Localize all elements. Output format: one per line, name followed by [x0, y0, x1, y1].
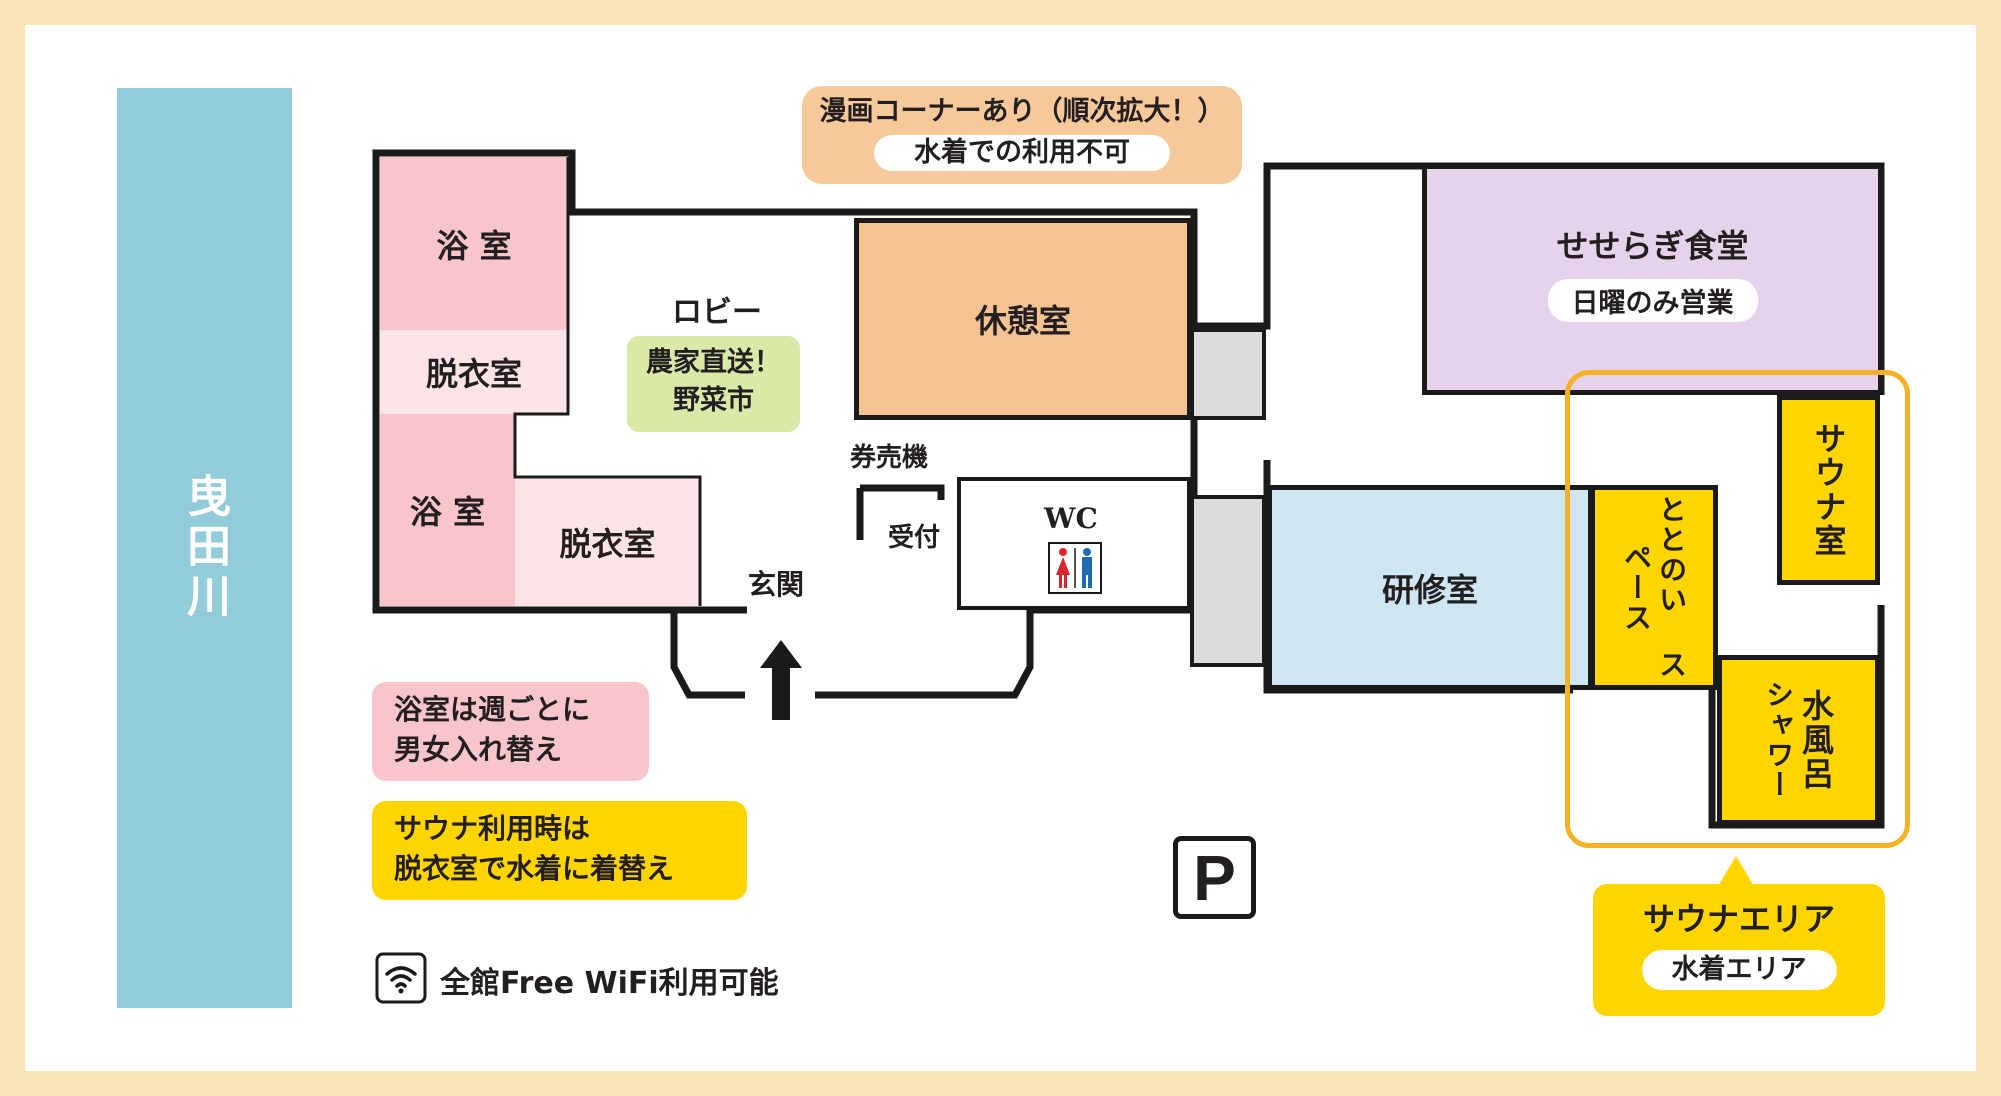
totonoi-space: ととのい スペース	[1590, 485, 1718, 690]
cold-bath-label: 水風呂	[1797, 689, 1835, 791]
wifi-label: 全館Free WiFi利用可能	[440, 966, 779, 1001]
parking-label: P	[1193, 841, 1236, 914]
cafeteria-hours-badge: 日曜のみ営業	[1547, 279, 1758, 322]
sauna-room-label: サウナ室	[1809, 422, 1848, 558]
totonoi-label: ととのい スペース	[1619, 490, 1689, 685]
cold-bath-shower: 水風呂 シャワー	[1717, 655, 1880, 825]
manga-note-sub: 水着での利用不可	[874, 135, 1170, 171]
river: 曳田川	[117, 88, 292, 1008]
bath-note-line2: 男女入れ替え	[394, 733, 563, 766]
sauna-area-callout: サウナエリア 水着エリア	[1593, 884, 1885, 1016]
totonoi-line1: ととのい	[1655, 495, 1688, 615]
bath-room-top-label: 浴 室	[436, 226, 512, 265]
farm-note-line2: 野菜市	[673, 385, 754, 416]
bath-room-bottom: 浴 室	[380, 414, 515, 606]
dressing-room-bottom: 脱衣室	[515, 477, 700, 606]
corridor-gray-top	[1190, 328, 1266, 420]
sauna-area-sub: 水着エリア	[1641, 950, 1837, 990]
totonoi-line2: スペース	[1620, 542, 1688, 681]
bath-room-top: 浴 室	[380, 157, 568, 330]
manga-corner-note: 漫画コーナーあり（順次拡大！） 水着での利用不可	[802, 86, 1242, 184]
sauna-room: サウナ室	[1777, 395, 1880, 585]
sauna-callout-pointer	[1718, 856, 1754, 886]
shower-label: シャワー	[1762, 680, 1795, 800]
bath-swap-note: 浴室は週ごとに 男女入れ替え	[372, 682, 649, 781]
wc-label: WC	[1044, 502, 1098, 535]
farm-market-note: 農家直送！ 野菜市	[627, 336, 800, 432]
river-label: 曳田川	[179, 473, 230, 623]
lobby-label: ロビー	[672, 295, 762, 330]
sauna-area-title: サウナエリア	[1642, 900, 1835, 938]
sauna-note-line1: サウナ利用時は	[394, 812, 591, 845]
restroom-icon	[1048, 542, 1102, 594]
ticket-machine-label: 券売機	[850, 443, 929, 473]
dressing-room-bottom-label: 脱衣室	[559, 524, 656, 563]
training-room-label: 研修室	[1381, 570, 1478, 609]
bath-room-bottom-label: 浴 室	[409, 493, 486, 531]
bath-note-line1: 浴室は週ごとに	[394, 693, 591, 726]
wifi-icon	[375, 952, 427, 1004]
dressing-room-top-label: 脱衣室	[425, 355, 522, 393]
sauna-area-outline	[1565, 370, 1910, 848]
cafeteria: せせらぎ食堂 日曜のみ営業	[1422, 169, 1878, 395]
cafeteria-label: せせらぎ食堂	[1556, 227, 1749, 265]
entrance-label: 玄関	[748, 568, 805, 601]
training-room: 研修室	[1267, 485, 1593, 690]
sauna-note-line2: 脱衣室で水着に着替え	[394, 852, 675, 885]
lounge-label: 休憩室	[974, 302, 1071, 340]
sauna-change-note: サウナ利用時は 脱衣室で水着に着替え	[372, 801, 747, 900]
cold-bath-shower-label: 水風呂 シャワー	[1761, 660, 1836, 820]
dressing-room-top: 脱衣室	[380, 330, 568, 414]
lounge-room: 休憩室	[854, 218, 1192, 420]
parking-icon: P	[1173, 836, 1256, 919]
manga-note-title: 漫画コーナーあり（順次拡大！）	[819, 96, 1225, 127]
farm-note-line1: 農家直送！	[646, 347, 781, 378]
arrow-up-icon	[760, 640, 802, 720]
corridor-gray-bottom	[1190, 495, 1266, 667]
reception-label: 受付	[888, 523, 941, 553]
